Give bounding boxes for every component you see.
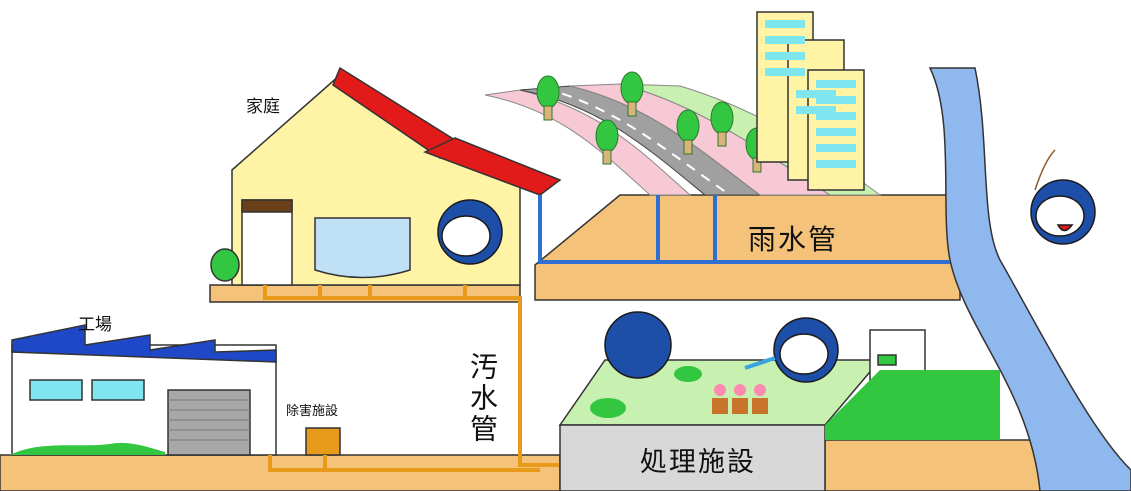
flowers-icon — [712, 384, 768, 414]
factory-icon — [10, 324, 277, 456]
label-treatment-plant: 処理施設 — [640, 447, 756, 478]
label-storm-sewer: 雨水管 — [748, 223, 839, 256]
treatment-plant-icon — [558, 329, 1000, 491]
storm-pipes — [538, 195, 950, 264]
label-removal-facility: 除害施設 — [286, 404, 339, 419]
river-icon — [928, 67, 1131, 491]
mascot-fish-icon — [437, 149, 1096, 383]
buildings-icon — [756, 11, 865, 191]
label-sanitary-sewer: 汚水管 — [466, 352, 499, 445]
label-factory: 工場 — [78, 315, 112, 335]
ground-layer — [0, 194, 1051, 491]
label-home: 家庭 — [246, 97, 280, 117]
sewage-pipes — [263, 285, 560, 472]
removal-facility-icon — [305, 427, 341, 456]
